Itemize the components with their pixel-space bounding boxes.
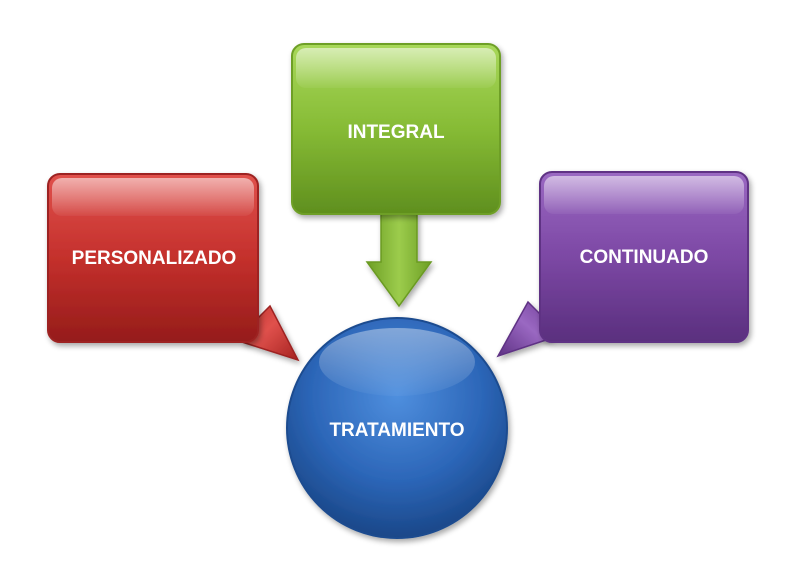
box-continuado-label: CONTINUADO (580, 247, 709, 268)
circle-tratamiento: TRATAMIENTO (286, 317, 508, 539)
box-continuado: CONTINUADO (539, 171, 749, 343)
box-personalizado: PERSONALIZADO (47, 173, 259, 343)
box-personalizado-label: PERSONALIZADO (72, 248, 237, 269)
arrow-integral-to-tratamiento (365, 213, 433, 308)
box-integral-label: INTEGRAL (347, 122, 445, 143)
circle-tratamiento-label: TRATAMIENTO (329, 420, 464, 441)
box-integral: INTEGRAL (291, 43, 501, 215)
